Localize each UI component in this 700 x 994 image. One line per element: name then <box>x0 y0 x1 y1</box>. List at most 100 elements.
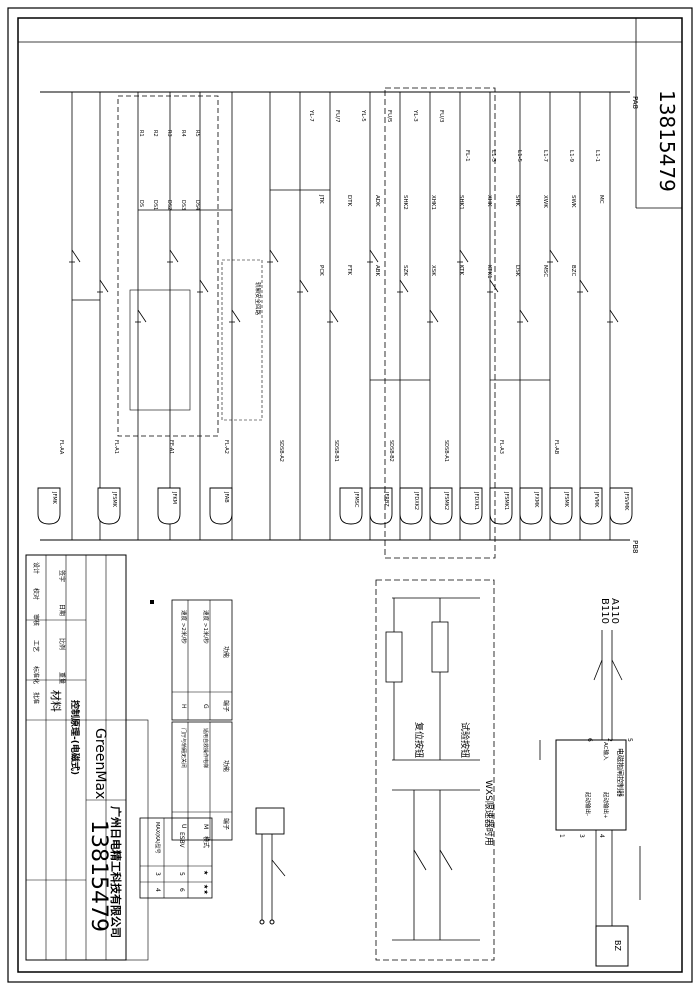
contact-symbol <box>71 249 81 263</box>
title-block <box>25 554 149 961</box>
resistor-label: R3 <box>166 130 172 137</box>
switch-label: KTK <box>458 265 464 276</box>
function-row-1-term: M <box>202 824 209 829</box>
brake-pin-label: 3 <box>578 834 585 838</box>
speed-table <box>171 599 233 721</box>
relay-coil: JFMSC <box>339 487 363 525</box>
contact-symbol <box>169 249 179 263</box>
resistor-label: R5 <box>194 130 200 137</box>
small-relay-box <box>255 807 285 835</box>
terminal-label: YL-3 <box>412 109 418 122</box>
relay-coil: JFSMK1 <box>489 487 513 525</box>
brake-coil-wires <box>595 830 641 926</box>
relay-bottom-label: SDSB-A2 <box>278 440 284 462</box>
switch-label: XWK <box>542 195 548 208</box>
relay-coil-label: JFXMK <box>533 491 539 508</box>
contact-symbol <box>579 279 589 293</box>
title-block-col-label: 签字 <box>58 570 66 582</box>
center-sub-box <box>221 259 263 421</box>
terminal-label: L1-9 <box>568 150 574 163</box>
relay-bottom-label: FL-A1 <box>113 440 119 454</box>
relay-coil-label: JFSMK1 <box>503 491 509 510</box>
switch-label: XHK <box>486 195 492 207</box>
function-row-2-term: U <box>180 824 187 828</box>
speed-row-2-label: 速度 >2米/秒 <box>180 610 188 644</box>
relay-coil-label: JFDXK2 <box>413 491 419 510</box>
switch-label: DSK <box>514 265 520 277</box>
contact-symbol <box>231 309 241 323</box>
speed-row-1-label: 速度 >1米/秒 <box>202 610 210 644</box>
mode-table <box>139 817 213 899</box>
switch-label: ABK <box>374 265 380 277</box>
test-button-label: 试验按钮 <box>459 722 471 758</box>
speed-row-1-term: G <box>202 704 209 709</box>
relay-coil: JFSVMK <box>609 487 633 525</box>
mode-row-1-v1: 5 <box>178 872 185 876</box>
reset-button-label: 复位按钮 <box>413 722 425 758</box>
contact-symbol <box>199 279 209 293</box>
safety-dashed-box <box>384 87 496 559</box>
terminal-label: L1-7 <box>542 150 548 163</box>
relay-bottom-label: SDSB-B1 <box>333 440 339 462</box>
terminal-label: FL-1 <box>464 150 470 162</box>
marker-dot <box>150 600 154 604</box>
brake-pin-label: 2 <box>606 738 613 742</box>
title-block-row-label: 工艺 <box>32 640 40 652</box>
title-block-row-label: 设计 <box>32 562 40 574</box>
contact-symbol <box>399 279 409 293</box>
contact-symbol <box>459 249 469 263</box>
relay-coil: JFKM <box>157 487 181 525</box>
relay-coil-label: JFVMK <box>593 491 599 508</box>
terminal-label: FU/7 <box>334 110 340 123</box>
door-inner-box <box>129 289 191 411</box>
terminal-label: L1-1 <box>594 150 600 162</box>
supply-a110: A110 <box>609 598 620 624</box>
relay-coil: JFDXK1 <box>459 487 483 525</box>
drawing-title: 控制原理-(电磁式) <box>69 700 81 775</box>
relay-coil-label: JFSMK <box>563 491 569 508</box>
switch-label: SWK <box>570 195 576 208</box>
terminal-label: L1-5 <box>516 150 522 163</box>
contact-symbol <box>549 249 559 263</box>
door-contact-label: DS1 <box>152 200 158 210</box>
brake-dc-plus: 起动输出+ <box>602 792 610 819</box>
supply-b110: B110 <box>599 598 610 624</box>
relay-coil: JFXMK <box>519 487 543 525</box>
brand-name: GreenMax <box>92 728 108 799</box>
relay-coil-label: JFMK <box>51 491 57 505</box>
relay-bottom-label: SDSB-B2 <box>388 440 394 462</box>
mode-row-1-v2: 6 <box>178 888 185 892</box>
mode-header-star2: ★★ <box>202 884 209 895</box>
switch-label: SHK <box>514 195 520 207</box>
brake-controller-box <box>555 739 627 831</box>
brake-pin-label: 4 <box>598 834 605 838</box>
brake-pin-label: 1 <box>558 834 565 838</box>
contact-symbol <box>369 249 379 263</box>
mode-row-2-v1: 3 <box>154 872 161 876</box>
brake-pin-label: 6 <box>586 738 593 742</box>
brake-coil-box <box>595 925 629 967</box>
title-block-col-label: 日期 <box>58 604 66 616</box>
function-row-1-label: 适用自救操作电梯 <box>202 728 209 768</box>
speed-table-header-term: 端子 <box>222 700 230 712</box>
relay-coil-label: JFSMK <box>111 491 117 508</box>
wxs-label: WXS限速器时用 <box>483 780 495 846</box>
mode-header-star1: ★ <box>202 870 209 875</box>
mode-row-1-label: ESBV <box>178 832 185 849</box>
relay-coil: JFAB <box>209 487 233 525</box>
terminal-label: YL-7 <box>308 109 314 122</box>
relay-bottom-label: FL-AB <box>553 440 559 455</box>
relay-bottom-label: FL-A3 <box>498 440 504 454</box>
relay-coil: JFDXK2 <box>399 487 423 525</box>
switch-label: SHK2 <box>402 195 408 210</box>
contact-symbol <box>137 309 147 323</box>
switch-label: SZK <box>402 265 408 276</box>
contact-symbol <box>609 309 619 323</box>
terminal-label: L1-3 <box>490 150 496 163</box>
contact-symbol <box>329 309 339 323</box>
relay-bottom-label: FL-AA <box>58 440 64 455</box>
